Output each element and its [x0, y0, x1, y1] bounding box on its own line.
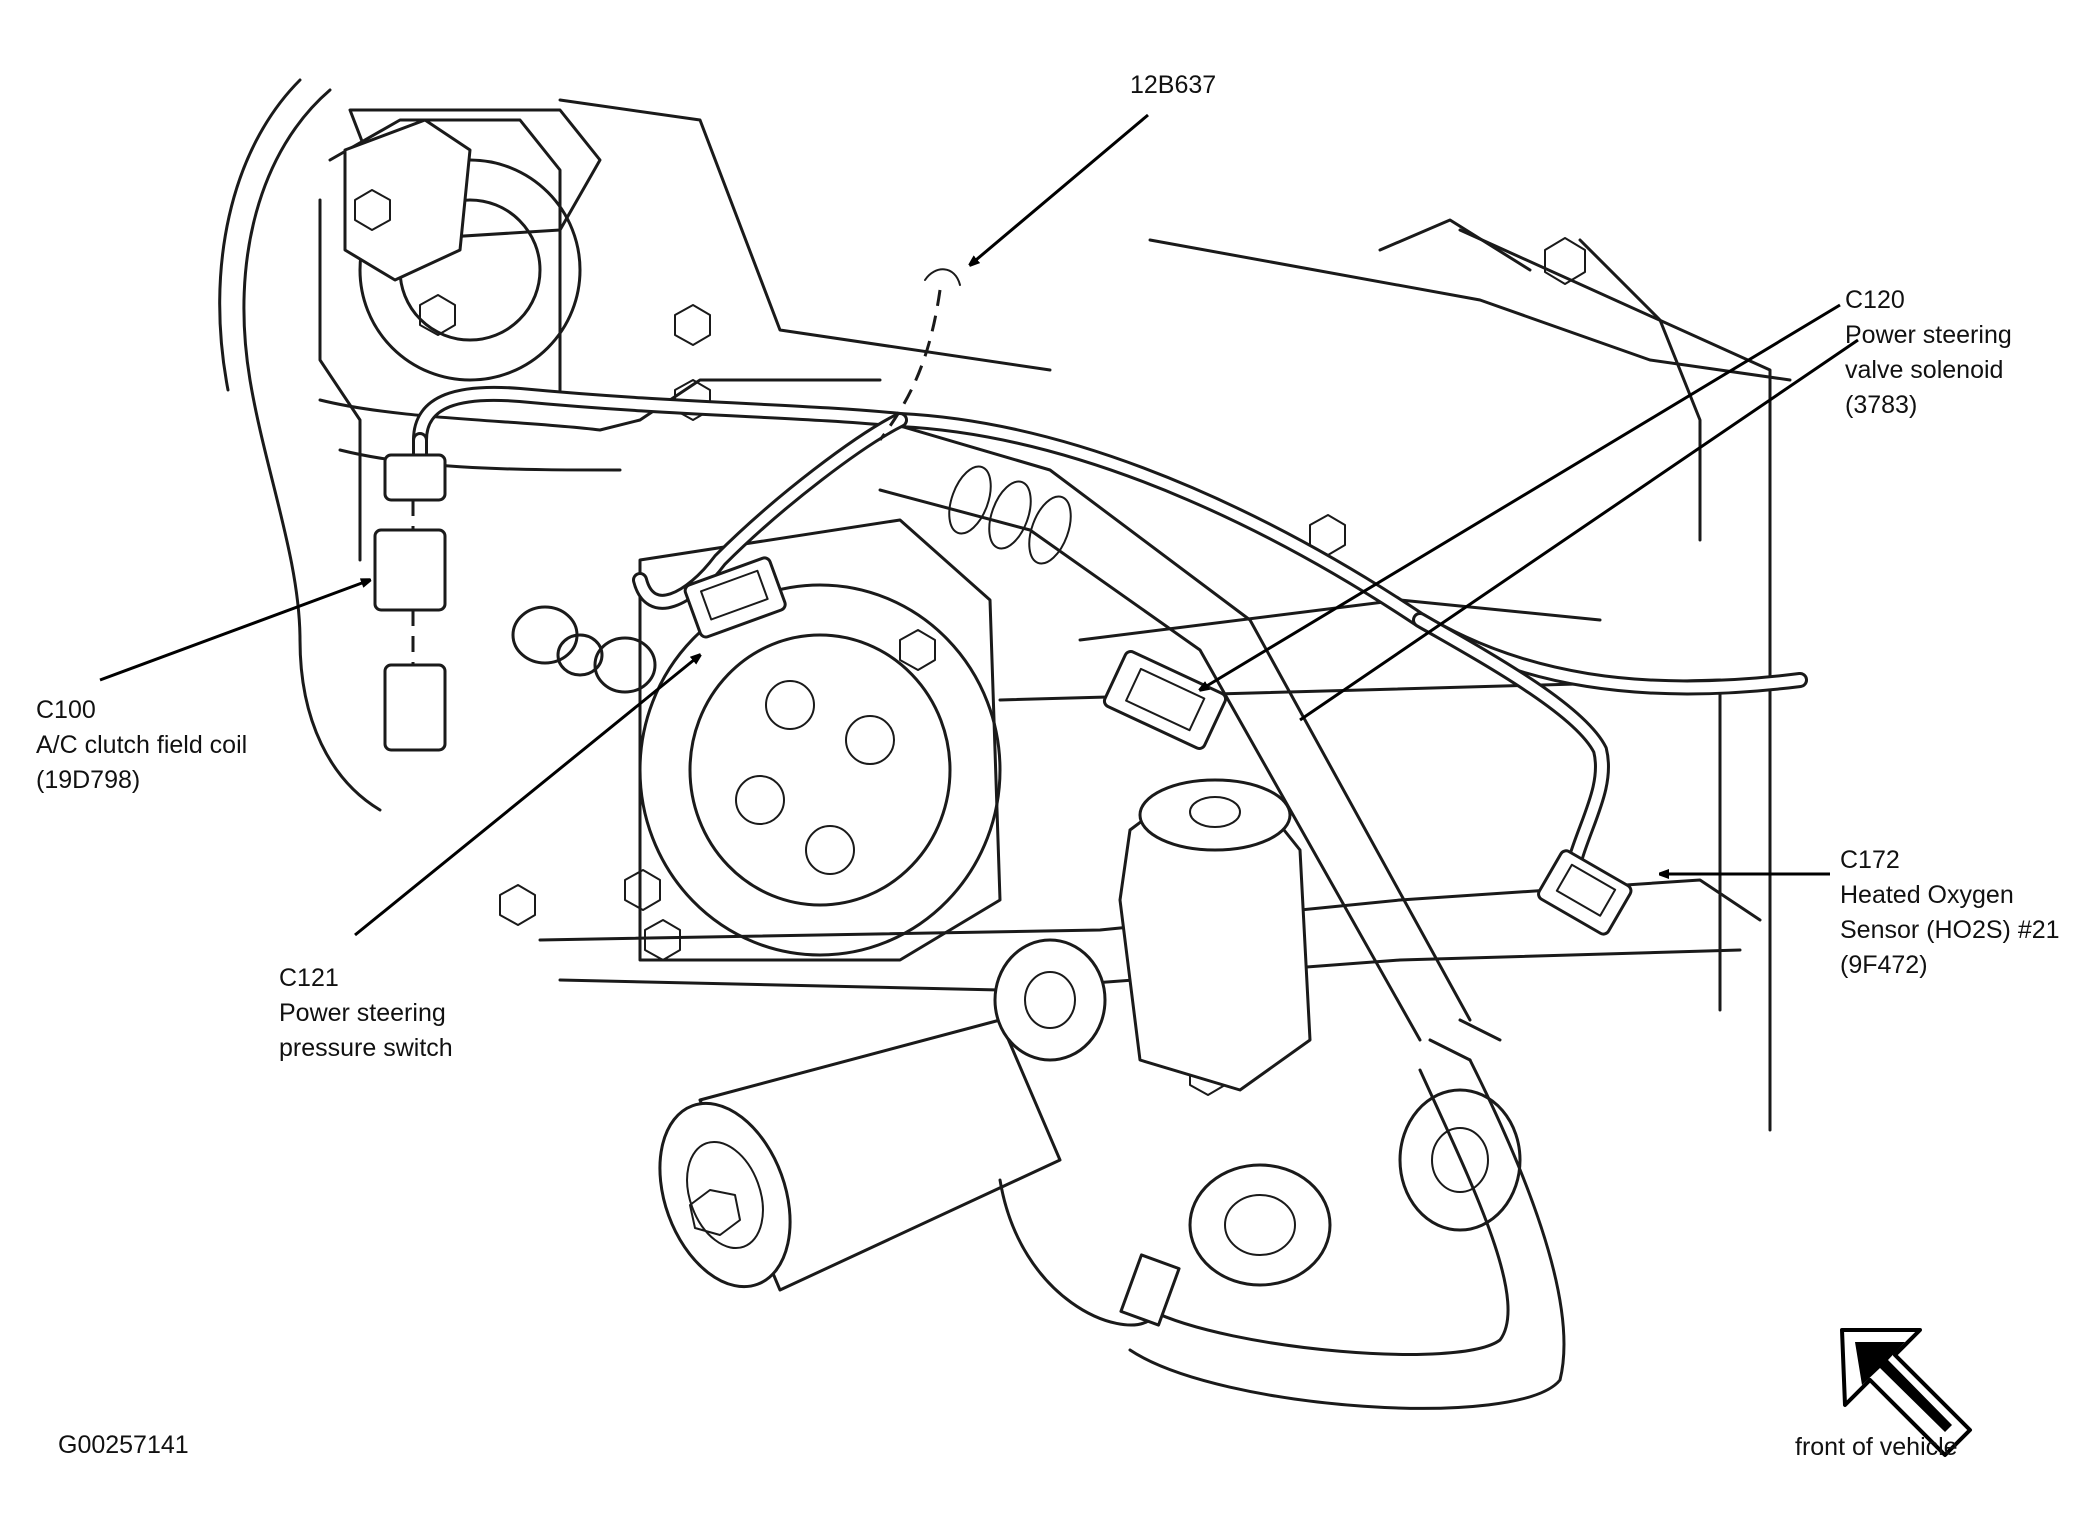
callout-c120: C120 Power steering valve solenoid (3783… — [1845, 283, 2012, 423]
figure-id: G00257141 — [58, 1431, 189, 1459]
callout-c121-desc-1: Power steering — [279, 999, 446, 1027]
callout-c121-id: C121 — [279, 964, 339, 992]
callout-12b637-id: 12B637 — [1130, 71, 1217, 99]
connector-c120 — [1102, 650, 1228, 750]
callout-c121-desc-2: pressure switch — [279, 1034, 453, 1062]
callout-c100-part: (19D798) — [36, 766, 141, 794]
engine-illustration — [218, 78, 1792, 1410]
leader-c120-b — [1299, 338, 1859, 722]
front-arrow-icon — [1840, 1328, 1972, 1457]
leader-c121 — [354, 655, 700, 937]
callout-c120-id: C120 — [1845, 286, 1905, 314]
callout-c120-part: (3783) — [1845, 391, 1918, 419]
callout-c172-desc-1: Heated Oxygen — [1840, 881, 2014, 909]
callout-c172-desc-2: Sensor (HO2S) #21 — [1840, 916, 2060, 944]
callout-c100: C100 A/C clutch field coil (19D798) — [36, 693, 247, 798]
callout-c172-id: C172 — [1840, 846, 1900, 874]
orientation-label: front of vehicle — [1795, 1433, 1958, 1461]
callout-c120-desc-1: Power steering — [1845, 321, 2012, 349]
connector-c100 — [373, 453, 447, 752]
connector-c172 — [1537, 849, 1633, 936]
connector-c121 — [683, 556, 787, 639]
leader-c100 — [99, 580, 370, 682]
leader-c120-a — [1200, 303, 1841, 690]
routing-wire-clip — [924, 268, 961, 286]
callout-c100-desc: A/C clutch field coil — [36, 731, 248, 759]
callout-c172: C172 Heated Oxygen Sensor (HO2S) #21 (9F… — [1840, 843, 2060, 983]
wiring-harness — [412, 385, 1808, 888]
callout-c100-id: C100 — [36, 696, 96, 724]
callout-12b637: 12B637 — [1130, 68, 1216, 103]
callout-c121: C121 Power steering pressure switch — [279, 961, 453, 1066]
leader-12b637 — [970, 113, 1149, 265]
callout-c120-desc-2: valve solenoid — [1845, 356, 2004, 384]
callout-c172-part: (9F472) — [1840, 951, 1928, 979]
routing-wire-dashed — [878, 289, 942, 441]
